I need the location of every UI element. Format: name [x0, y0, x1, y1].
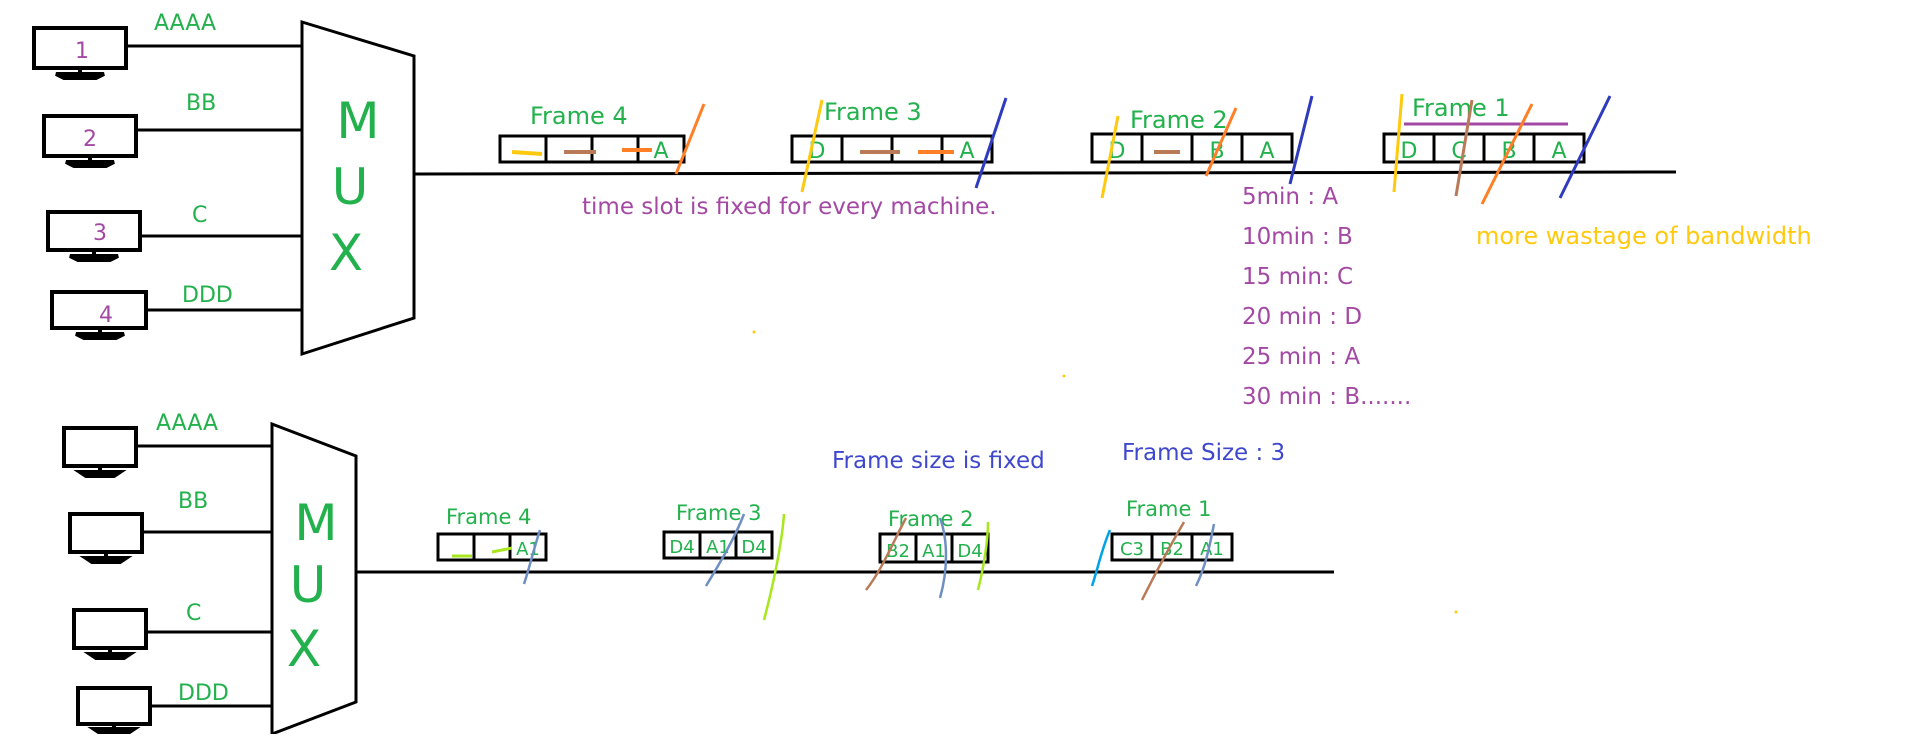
- frame-slot-label: A1: [922, 541, 946, 562]
- top-computer-4: [50, 290, 148, 340]
- stray-dot: [1062, 374, 1066, 378]
- top-computer-3: [46, 210, 142, 262]
- top-source-label-c: C: [192, 203, 207, 228]
- bottom-source-label-bb: BB: [178, 489, 208, 514]
- top-computer-2-mark: 2: [83, 127, 97, 152]
- bandwidth-wastage-note: more wastage of bandwidth: [1476, 222, 1812, 250]
- frame-slot: [662, 530, 702, 560]
- top-mux-letter-m: M: [336, 92, 379, 150]
- frame-size-fixed-note: Frame size is fixed: [832, 448, 1045, 474]
- top-schedule-list: 5min : A 10min : B 15 min: C 20 min : D …: [1242, 184, 1411, 410]
- bottom-mux-letter-m: M: [294, 494, 337, 552]
- bottom-source-label-aaaa: AAAA: [156, 411, 218, 436]
- frame-slot-label: D4: [957, 541, 982, 562]
- frame-slot-label: A1: [516, 539, 540, 560]
- frame-title: Frame 1: [1126, 497, 1211, 521]
- top-input-lines: [126, 44, 302, 312]
- top-computer-4-mark: 4: [99, 303, 113, 328]
- schedule-item: 20 min : D: [1242, 304, 1362, 330]
- top-section: 1 2 3 4 AAAA BB C DDD M U X Frame 4AFram…: [32, 11, 1812, 410]
- frame-slot-label: D: [1401, 139, 1418, 164]
- bottom-mux-box: [270, 421, 358, 737]
- schedule-item: 10min : B: [1242, 224, 1353, 250]
- top-mux-box: [300, 19, 416, 357]
- frame-title: Frame 3: [676, 501, 761, 525]
- frame-slot-label: A1: [706, 537, 730, 558]
- bottom-section: AAAA BB C DDD M U X Frame 4 A1 Frame 3 D4 A1…: [62, 411, 1458, 737]
- top-empty-slot-dashes: [511, 148, 1180, 156]
- frame-slot: [498, 134, 548, 164]
- frame-slot-label: D4: [741, 537, 766, 558]
- frame-slot: [472, 532, 512, 562]
- frame-slot-label: C3: [1120, 539, 1144, 560]
- top-mux-letter-x: X: [329, 224, 363, 282]
- bottom-frame-3: Frame 3 D4 A1 D4: [662, 501, 774, 560]
- frame-slot: [940, 134, 994, 164]
- bottom-input-lines: [136, 444, 272, 708]
- top-mux-letter-u: U: [332, 158, 369, 216]
- top-output-link: [413, 170, 1677, 176]
- top-computer-2: [42, 114, 138, 168]
- frame-slot: [890, 134, 944, 164]
- bottom-source-label-ddd: DDD: [178, 681, 229, 706]
- bottom-computer-3: [72, 608, 148, 660]
- schedule-item: 30 min : B.......: [1242, 384, 1411, 410]
- top-slash-marks: [674, 93, 1612, 205]
- top-source-label-aaaa: AAAA: [154, 11, 216, 36]
- frame-title: Frame 2: [1130, 106, 1228, 134]
- frame-slot: [734, 530, 774, 560]
- frame-slot-label: D4: [669, 537, 694, 558]
- frame-title: Frame 4: [530, 102, 628, 130]
- bottom-computer-2: [68, 512, 144, 564]
- frame-title: Frame 1: [1412, 94, 1510, 122]
- top-computer-1-mark: 1: [75, 39, 89, 64]
- frame-slot: [1140, 132, 1194, 164]
- frame-slot-label: A: [653, 139, 668, 164]
- top-computer-3-mark: 3: [93, 221, 107, 246]
- stray-dot: [1454, 610, 1458, 614]
- frame-slot-label: A: [1551, 139, 1566, 164]
- frame-slot-label: A: [1259, 139, 1274, 164]
- bottom-mux-letter-u: U: [290, 556, 327, 614]
- bottom-computer-4: [76, 686, 152, 735]
- stray-dot: [752, 330, 756, 334]
- bottom-slash-marks: [522, 513, 1216, 621]
- frame-slot-label: A1: [1200, 539, 1224, 560]
- frame-slot: [1240, 132, 1294, 164]
- schedule-item: 15 min: C: [1242, 264, 1353, 290]
- bottom-source-label-c: C: [186, 601, 201, 626]
- top-frame-4: Frame 4 A: [498, 102, 686, 164]
- bottom-mux-letter-x: X: [287, 620, 321, 678]
- frame-slot: [1532, 132, 1586, 164]
- frame-slot: [636, 134, 686, 164]
- frame-title: Frame 4: [446, 505, 531, 529]
- schedule-item: 25 min : A: [1242, 344, 1360, 370]
- frame-size-value: Frame Size : 3: [1122, 440, 1285, 466]
- frame-slot: [950, 532, 990, 564]
- bottom-empty-slot-dashes: [452, 546, 513, 558]
- frame-slot-label: A: [959, 139, 974, 164]
- schedule-item: 5min : A: [1242, 184, 1338, 210]
- frame-title: Frame 3: [824, 98, 922, 126]
- frame-slot: [1150, 532, 1194, 562]
- top-source-label-bb: BB: [186, 91, 216, 116]
- top-computer-1: [32, 26, 128, 80]
- top-source-label-ddd: DDD: [182, 283, 233, 308]
- frame-slot: [544, 134, 594, 164]
- bottom-computer-1: [62, 426, 138, 478]
- frame-slot: [840, 134, 894, 164]
- top-fixed-slot-note: time slot is fixed for every machine.: [582, 194, 997, 220]
